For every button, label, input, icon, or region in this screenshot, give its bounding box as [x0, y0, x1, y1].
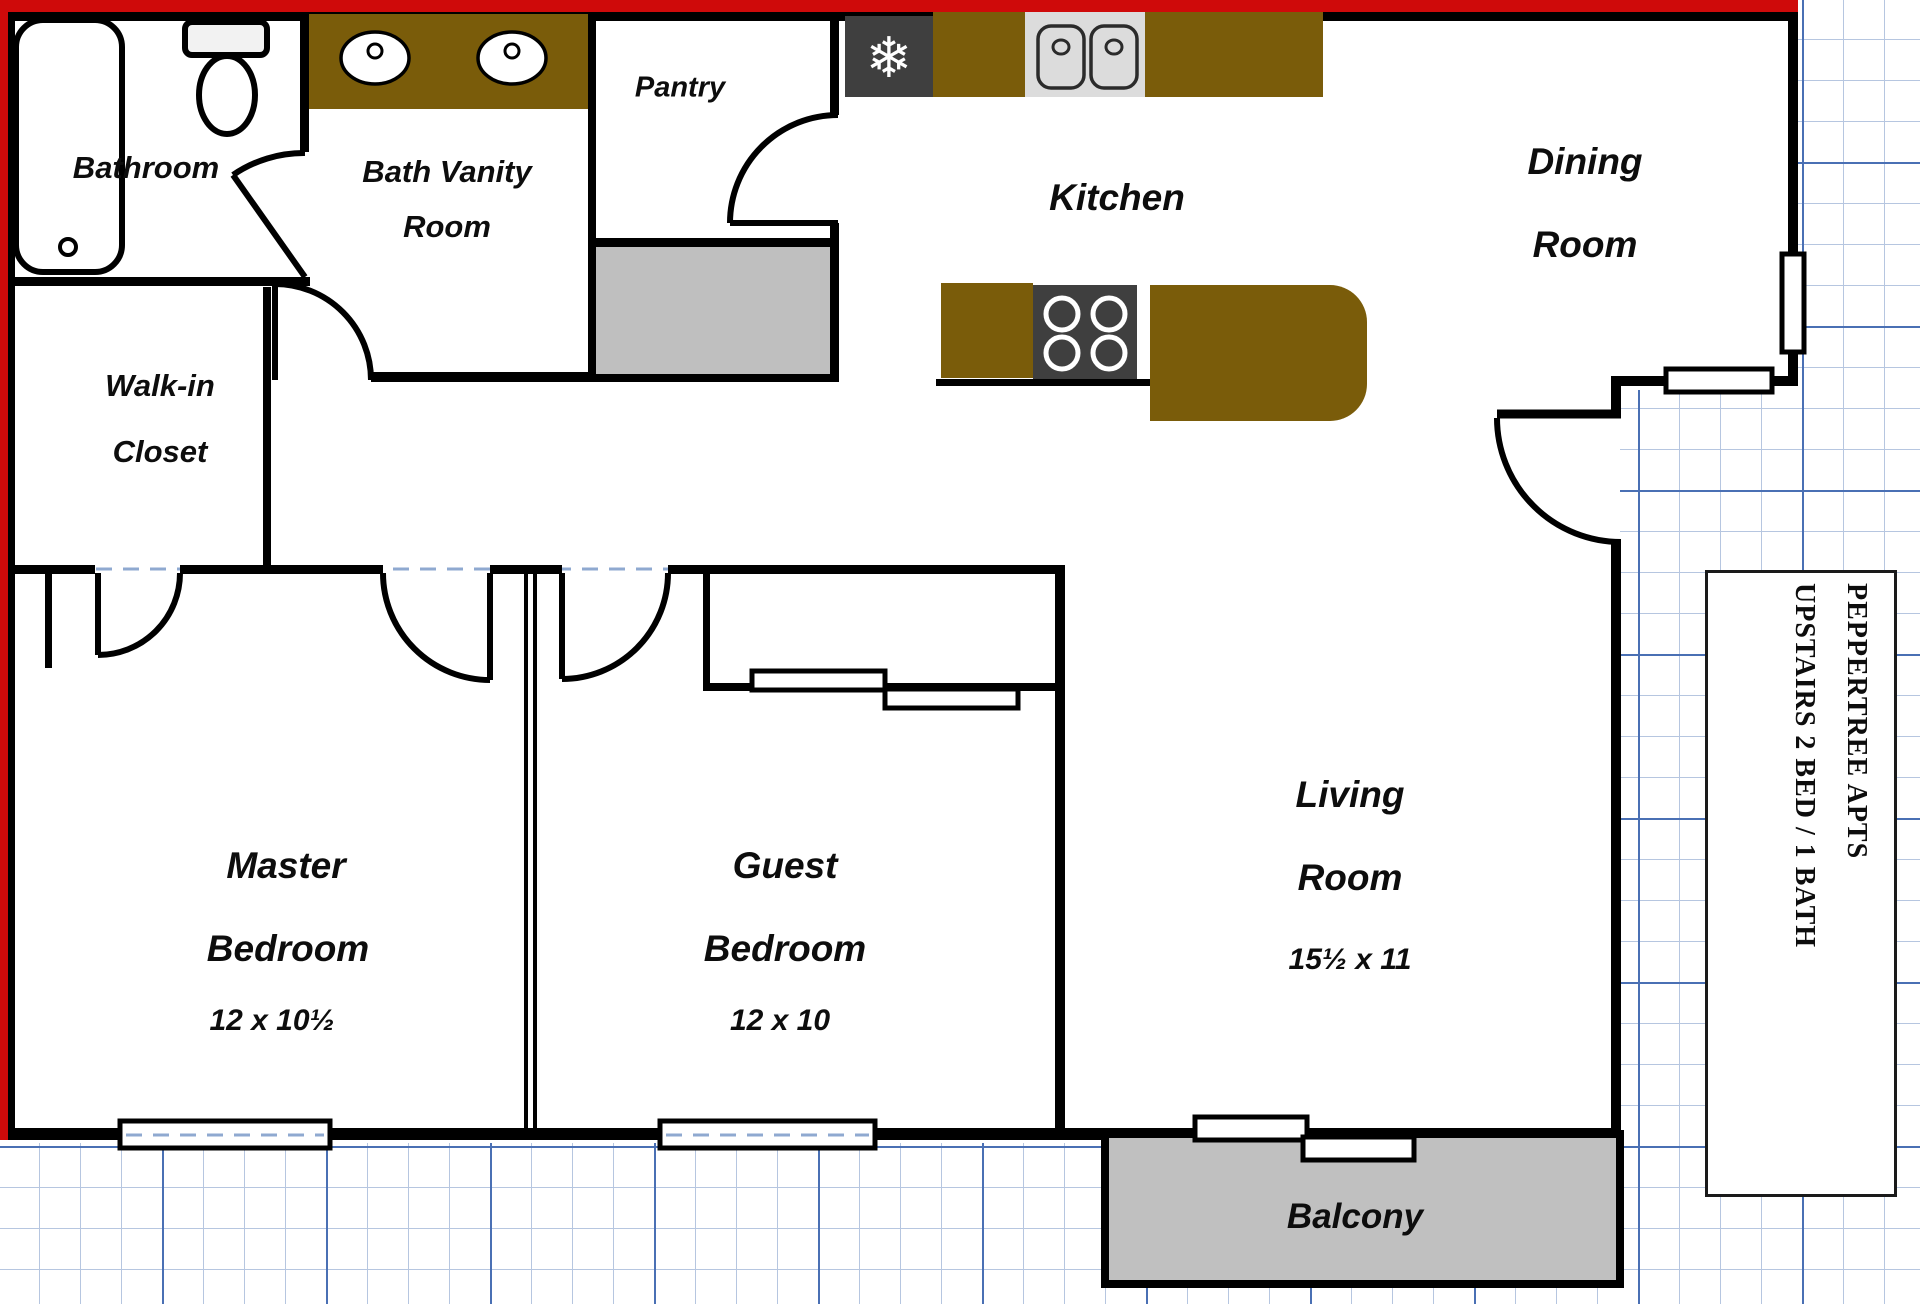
plan-title-line1: PEPPERTREE APTS [1841, 583, 1872, 860]
balcony-sliding-door [1192, 1114, 1417, 1163]
wall-hallway-top [371, 372, 839, 382]
door-arc-pantry [727, 112, 839, 224]
vanity-sink-1-drain-icon [366, 42, 384, 60]
wall-living-right [1611, 542, 1621, 1140]
label-dining-line2: Room [1532, 224, 1638, 265]
label-master-line2: Bedroom [206, 928, 370, 969]
label-living-line1: Living [1295, 774, 1405, 815]
door-arc-vanity [274, 281, 374, 381]
door-arc-guest-entry [561, 572, 671, 682]
wall-entry-step [1611, 376, 1621, 418]
door-arc-bathroom [231, 149, 306, 178]
wall-closet-right [263, 287, 271, 568]
wall-vanity-pantry [588, 12, 596, 380]
sliding-door-panel-1 [1192, 1114, 1310, 1143]
door-arc-master-closet [97, 572, 183, 658]
closet-door-panel-1 [749, 668, 888, 693]
sliding-door-panel-2 [1300, 1134, 1417, 1163]
kitchen-sink-basin-1 [1036, 24, 1086, 90]
bathtub [13, 17, 125, 275]
plan-title-line2: UPSTAIRS 2 BED / 1 BATH [1789, 583, 1820, 949]
label-balcony: Balcony [1286, 1197, 1424, 1236]
label-guest-line2: Bedroom [703, 928, 867, 969]
guest-closet-bypass-doors [749, 668, 1021, 711]
label-living-dims: 15½ x 11 [1288, 943, 1412, 976]
label-walk-in-closet-line1: Walk-in [105, 368, 215, 403]
door-arc-apartment-entry [1494, 417, 1622, 545]
label-master-line1: Master [226, 845, 346, 886]
wall-left-exterior [8, 12, 15, 1138]
bathtub-drain-icon [58, 237, 78, 257]
wall-master-closet-stub [45, 568, 52, 668]
toilet-tank [182, 19, 270, 58]
plan-title-box: PEPPERTREE APTS UPSTAIRS 2 BED / 1 BATH [1705, 570, 1897, 1197]
wall-guest-closet-side [703, 574, 710, 686]
island-counter-edge [936, 379, 1152, 386]
red-border-left [0, 0, 8, 1140]
wall-bedroom-top-2 [180, 565, 383, 574]
wall-pantry-bottom [590, 238, 839, 247]
burner-2-icon [1090, 295, 1128, 333]
label-dining-line1: Dining [1527, 141, 1643, 182]
label-living-line2: Room [1297, 857, 1403, 898]
stove-burners-icon [1043, 295, 1128, 372]
label-guest-dims: 12 x 10 [729, 1004, 831, 1037]
label-pantry: Pantry [634, 71, 726, 104]
wall-utility-right [830, 247, 839, 376]
closet-door-panel-2 [882, 686, 1021, 711]
wall-bedroom-top-4 [668, 565, 1065, 574]
label-bathroom: Bathroom [72, 150, 220, 185]
label-walk-in-closet-line2: Closet [112, 434, 208, 469]
doors [95, 112, 1622, 683]
label-bath-vanity-line1: Bath Vanity [362, 154, 532, 189]
toilet-bowl [196, 53, 258, 137]
wall-bathroom-bottom [8, 277, 310, 286]
wall-partition-guest-living [1055, 568, 1065, 1136]
door-leaf-bathroom [230, 173, 308, 279]
utility-area [596, 247, 830, 374]
burner-3-icon [1043, 334, 1081, 372]
kitchen-island [1150, 285, 1367, 421]
kitchen-counter-island-left [941, 283, 1033, 378]
refrigerator [845, 16, 933, 97]
window-dining-east [1779, 251, 1807, 355]
label-kitchen: Kitchen [1049, 177, 1185, 218]
wall-dining-right-upper [1788, 12, 1798, 256]
window-dining-south [1663, 366, 1775, 395]
wall-partition-master-guest-a [524, 568, 528, 1132]
burner-1-icon [1043, 295, 1081, 333]
wall-partition-master-guest-b [533, 568, 537, 1132]
kitchen-sink-basin-2 [1089, 24, 1139, 90]
wall-dining-right-lower [1788, 350, 1798, 386]
wall-pantry-right-upper [830, 12, 839, 115]
vanity-sink-2-drain-icon [503, 42, 521, 60]
fridge-snowflake-icon: ❄ [866, 26, 913, 91]
door-arc-master-entry [380, 572, 491, 683]
wall-pantry-right-lower [830, 223, 839, 247]
kitchen-sink-drain-2-icon [1104, 38, 1124, 56]
label-bath-vanity-line2: Room [403, 209, 491, 244]
kitchen-sink-drain-1-icon [1051, 38, 1071, 56]
label-guest-line1: Guest [732, 845, 838, 886]
burner-4-icon [1090, 334, 1128, 372]
label-master-dims: 12 x 10½ [209, 1004, 335, 1037]
red-border-top [0, 0, 1798, 12]
wall-bathroom-right [300, 12, 309, 152]
